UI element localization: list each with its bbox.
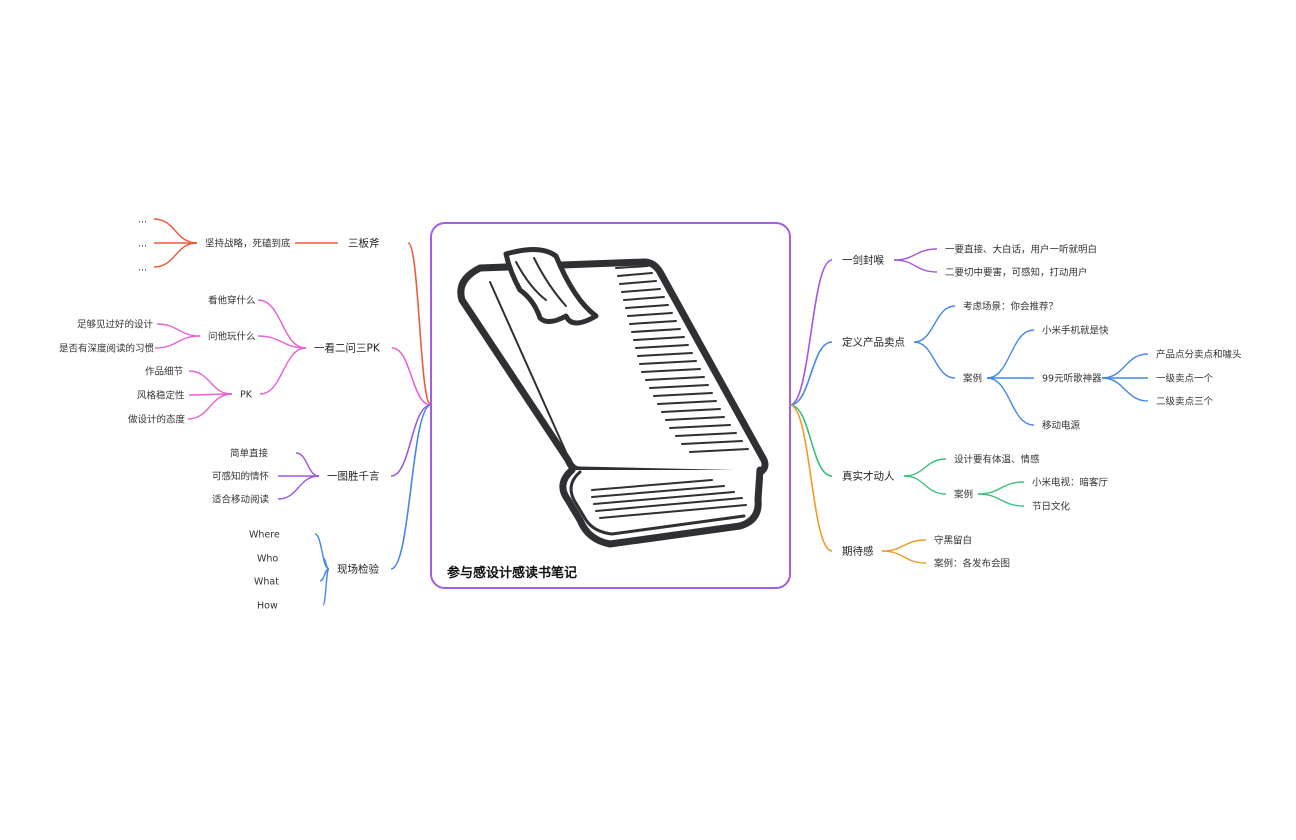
topic-label[interactable]: 看他穿什么 (208, 295, 256, 307)
connector-line (893, 259, 938, 273)
topic-label[interactable]: 二要切中要害，可感知，打动用户 (945, 267, 1088, 279)
topic-label[interactable]: 二级卖点三个 (1156, 396, 1214, 408)
topic-label[interactable]: 一要直接、大白话，用户一听就明白 (945, 244, 1097, 256)
connector-line (259, 347, 307, 395)
connector-line (257, 299, 307, 349)
topic-label[interactable]: 小米电视：暗客厅 (1032, 477, 1109, 489)
connector-line (322, 568, 330, 606)
connector-line (153, 242, 198, 268)
book-icon (457, 247, 769, 548)
connector-line (903, 458, 947, 477)
topic-label[interactable]: 案例：各发布会图 (934, 558, 1010, 570)
topic-label[interactable]: 作品细节 (145, 366, 183, 378)
topic-label[interactable]: 一图胜千言 (327, 470, 380, 483)
connector-line (913, 305, 956, 343)
topic-label[interactable]: ... (138, 215, 147, 226)
connector-line (903, 475, 947, 495)
connector-line (881, 539, 927, 552)
connector-line (391, 347, 432, 406)
connector-line (187, 393, 233, 420)
topic-label[interactable]: 99元听歌神器 (1042, 373, 1102, 385)
topic-label[interactable]: 问他玩什么 (208, 331, 256, 343)
connector-line (390, 404, 432, 570)
topic-label[interactable]: 案例 (963, 373, 982, 385)
topic-label[interactable]: 真实才动人 (842, 470, 895, 483)
connector-line (1101, 377, 1149, 402)
connector-line (789, 259, 833, 406)
topic-label[interactable]: 三板斧 (348, 237, 380, 250)
topic-label[interactable]: 设计要有体温、情感 (954, 454, 1040, 466)
connector-line (1101, 353, 1149, 379)
topic-label[interactable]: 坚持战略，死磕到底 (205, 238, 291, 250)
topic-label[interactable]: 产品点分卖点和噱头 (1156, 349, 1242, 361)
topic-label[interactable]: 简单直接 (230, 448, 269, 460)
topic-label[interactable]: 适合移动阅读 (212, 494, 270, 506)
connector-line (407, 242, 432, 406)
connector-line (789, 404, 833, 552)
connector-line (154, 335, 201, 349)
central-topic[interactable]: 参与感设计感读书笔记 (430, 222, 791, 589)
topic-label[interactable]: 节日文化 (1032, 501, 1071, 513)
connector-line (319, 568, 330, 582)
topic-label[interactable]: 一看二问三PK (314, 342, 381, 355)
connector-line (257, 335, 307, 349)
connector-line (156, 323, 201, 337)
topic-label[interactable]: 一级卖点一个 (1156, 373, 1214, 385)
topic-label[interactable]: 小米手机就是快 (1042, 325, 1109, 337)
topic-label[interactable]: PK (240, 390, 253, 401)
topic-label[interactable]: 守黑留白 (934, 535, 972, 547)
topic-label[interactable]: How (257, 601, 278, 612)
topic-label[interactable]: What (254, 577, 279, 588)
topic-label[interactable]: 可感知的情怀 (212, 471, 270, 483)
connector-line (277, 475, 320, 500)
connector-line (986, 377, 1035, 426)
connector-line (153, 218, 198, 244)
connector-line (314, 533, 330, 570)
connector-line (977, 481, 1025, 495)
central-topic-title: 参与感设计感读书笔记 (447, 565, 577, 581)
connector-line (913, 341, 956, 379)
connector-line (893, 248, 938, 261)
connector-line (986, 329, 1035, 379)
connector-line (295, 452, 320, 477)
connector-lines (153, 218, 1149, 606)
connector-line (789, 341, 833, 406)
topic-label[interactable]: 定义产品卖点 (842, 336, 905, 349)
topic-label[interactable]: 足够见过好的设计 (77, 319, 154, 331)
topic-label[interactable]: 风格稳定性 (137, 390, 185, 402)
topic-label[interactable]: 是否有深度阅读的习惯 (59, 343, 155, 355)
topic-label[interactable]: Who (257, 554, 278, 565)
connector-line (881, 550, 927, 564)
topic-label[interactable]: 做设计的态度 (128, 414, 186, 426)
topic-label[interactable]: 期待感 (842, 545, 874, 558)
connector-line (977, 493, 1025, 507)
topic-label[interactable]: 考虑场景：你会推荐？ (963, 301, 1058, 313)
connector-line (390, 404, 432, 477)
topic-label[interactable]: ... (138, 239, 147, 250)
connector-line (188, 370, 233, 395)
topic-label[interactable]: ... (138, 263, 147, 274)
connector-line (789, 404, 833, 477)
topic-label[interactable]: 案例 (954, 489, 973, 501)
topic-label[interactable]: 现场检验 (337, 563, 379, 576)
topic-label[interactable]: 一剑封喉 (842, 254, 884, 267)
topic-label[interactable]: 移动电源 (1042, 420, 1081, 432)
topic-label[interactable]: Where (249, 530, 280, 541)
